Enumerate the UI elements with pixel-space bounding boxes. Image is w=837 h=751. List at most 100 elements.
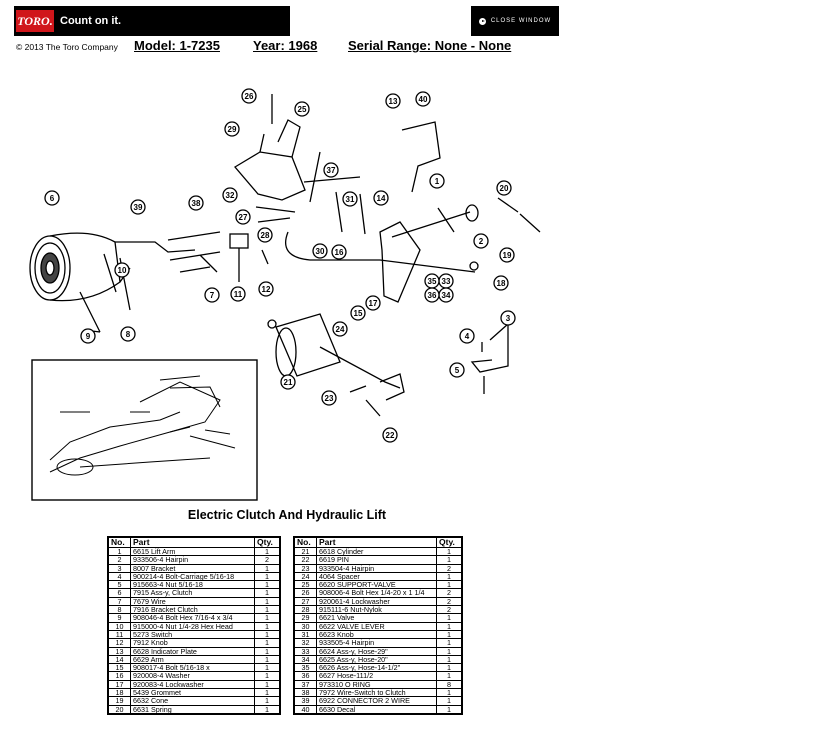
callout-number: 33 (442, 277, 451, 286)
part-description: 6630 Decal (316, 704, 437, 715)
part-description: 6619 PIN (316, 555, 437, 565)
part-quantity: 1 (436, 696, 463, 706)
callout-number: 14 (377, 194, 386, 203)
callout-number: 28 (261, 231, 270, 240)
col-header-no: No. (107, 536, 131, 548)
callout-number: 1 (435, 177, 440, 186)
callout-number: 3 (506, 314, 511, 323)
callout-12: 12 (258, 281, 274, 297)
callout-number: 32 (226, 191, 235, 200)
part-description: 6922 CONNECTOR 2 WIRE (316, 696, 437, 706)
callout-40: 40 (415, 91, 431, 107)
parts-diagram: 1234567891011121314151617181920212223242… (29, 88, 541, 501)
part-description: 6632 Cone (130, 696, 255, 706)
col-header-part: Part (130, 536, 255, 548)
part-number: 36 (293, 671, 317, 681)
callout-32: 32 (222, 187, 238, 203)
callout-number: 22 (386, 431, 395, 440)
part-description: 933505-4 Hairpin (316, 638, 437, 648)
callout-21: 21 (280, 374, 296, 390)
callout-number: 37 (327, 166, 336, 175)
clutch-assembly-drawing (29, 232, 196, 333)
inset-diagram (31, 359, 258, 501)
callout-33: 33 (438, 273, 454, 289)
toro-logo[interactable]: TORO. (16, 10, 54, 32)
close-window-button[interactable]: CLOSE WINDOW (471, 6, 559, 36)
callout-number: 17 (369, 299, 378, 308)
part-number: 22 (293, 555, 317, 565)
part-number: 2 (107, 555, 131, 565)
part-quantity: 1 (254, 704, 281, 715)
part-number: 29 (293, 613, 317, 623)
callout-5: 5 (449, 362, 465, 378)
callout-20: 20 (496, 180, 512, 196)
part-description: 915000-4 Nut 1/4-28 Hex Head (130, 621, 255, 631)
callout-number: 24 (336, 325, 345, 334)
part-quantity: 1 (254, 696, 281, 706)
close-window-label: CLOSE WINDOW (490, 18, 552, 24)
part-quantity: 1 (436, 671, 463, 681)
callout-7: 7 (204, 287, 220, 303)
part-description: 915663-4 Nut 5/16-18 (130, 580, 255, 590)
part-number: 32 (293, 638, 317, 648)
callout-number: 36 (428, 291, 437, 300)
callout-number: 30 (316, 247, 325, 256)
callout-number: 8 (126, 330, 131, 339)
col-header-qty: Qty. (254, 536, 281, 548)
callout-6: 6 (44, 190, 60, 206)
callout-number: 9 (86, 332, 91, 341)
callout-23: 23 (321, 390, 337, 406)
part-description: 6621 Valve (316, 613, 437, 623)
callout-19: 19 (499, 247, 515, 263)
callout-number: 11 (234, 290, 243, 299)
callout-8: 8 (120, 326, 136, 342)
callout-number: 7 (210, 291, 215, 300)
callout-31: 31 (342, 191, 358, 207)
part-number: 20 (107, 704, 131, 715)
callout-10: 10 (114, 262, 130, 278)
callout-number: 35 (428, 277, 437, 286)
part-description: 6631 Spring (130, 704, 255, 715)
callout-number: 23 (325, 394, 334, 403)
callout-11: 11 (230, 286, 246, 302)
callout-number: 29 (228, 125, 237, 134)
part-description: 915111-6 Nut-Nylok (316, 605, 437, 615)
callout-30: 30 (312, 243, 328, 259)
callout-14: 14 (373, 190, 389, 206)
callout-number: 26 (245, 92, 254, 101)
part-description: 7912 Knob (130, 638, 255, 648)
callout-1: 1 (429, 173, 445, 189)
callout-18: 18 (493, 275, 509, 291)
year-label: Year: 1968 (253, 38, 318, 53)
part-description: 908046-4 Bolt Hex 7/16-4 x 3/4 (130, 613, 255, 623)
serial-range-label: Serial Range: None - None (348, 38, 512, 53)
callout-number: 25 (298, 105, 307, 114)
callout-number: 6 (50, 194, 55, 203)
callout-24: 24 (332, 321, 348, 337)
part-number: 16 (107, 671, 131, 681)
callout-number: 13 (389, 97, 398, 106)
part-number: 40 (293, 704, 317, 715)
callout-4: 4 (459, 328, 475, 344)
part-description: 920008-4 Washer (130, 671, 255, 681)
callout-number: 20 (500, 184, 509, 193)
part-quantity: 1 (254, 613, 281, 623)
part-description: 6622 VALVE LEVER (316, 621, 437, 631)
part-description: 6627 Hose-111/2 (316, 671, 437, 681)
part-quantity: 1 (254, 638, 281, 648)
copyright-text: © 2013 The Toro Company (16, 42, 118, 52)
part-description: 908017-4 Bolt 5/16-18 x (130, 663, 255, 673)
callout-35: 35 (424, 273, 440, 289)
part-quantity: 1 (436, 638, 463, 648)
callout-3: 3 (500, 310, 516, 326)
play-icon (478, 17, 486, 25)
